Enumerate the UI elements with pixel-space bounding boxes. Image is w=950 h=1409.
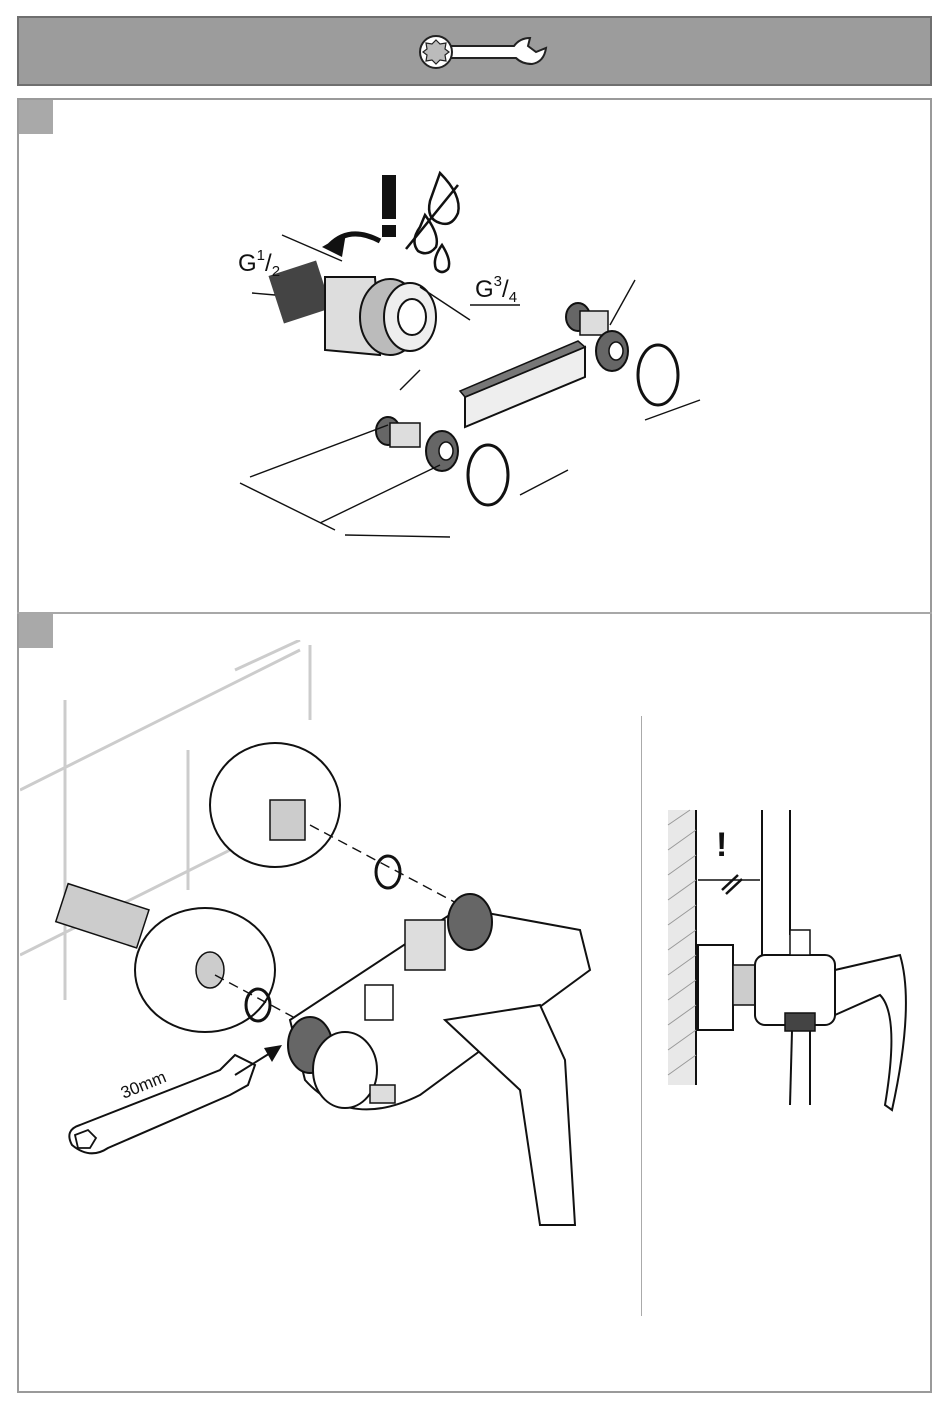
spirit-level — [460, 341, 585, 427]
wall-connector-left — [240, 417, 568, 537]
panel-divider — [17, 612, 932, 614]
side-detail-illustration — [660, 805, 920, 1125]
label-g-three-quarter: G3/4 — [475, 276, 517, 304]
step-marker-1 — [19, 100, 53, 134]
side-divider — [641, 716, 642, 1316]
warning-mark: ! — [716, 826, 727, 865]
wrench-30mm — [69, 1045, 282, 1153]
escutcheon-upper — [210, 743, 460, 905]
header-bar — [17, 16, 932, 86]
adapter-fitting — [252, 233, 520, 390]
wall-hatch — [668, 810, 696, 1085]
wall-connector-right — [566, 280, 700, 420]
exclamation-no-water-icon — [382, 173, 459, 272]
step1-illustration — [230, 165, 710, 555]
label-g-half: G1/2 — [238, 250, 280, 278]
mixer-side-view — [698, 930, 906, 1110]
step2-illustration — [20, 640, 635, 1240]
escutcheon-lower — [56, 884, 295, 1032]
shower-mixer — [288, 894, 590, 1225]
wrench-tool-icon — [414, 32, 554, 72]
